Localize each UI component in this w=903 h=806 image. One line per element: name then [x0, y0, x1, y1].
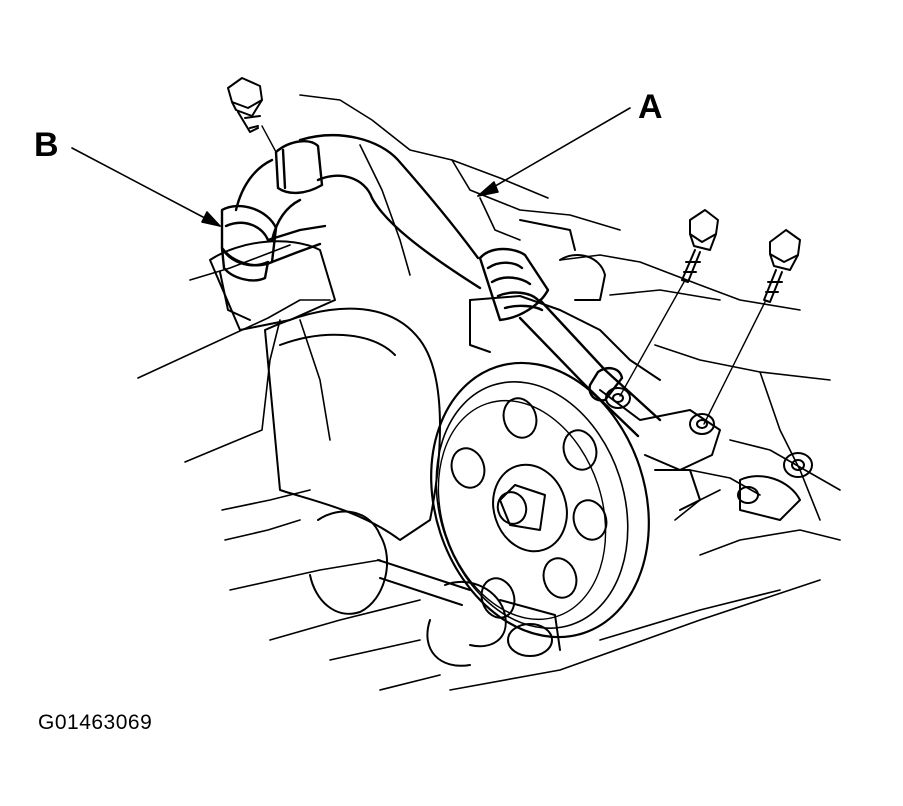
figure-id: G01463069 — [38, 711, 153, 734]
callout-label-b: B — [34, 126, 59, 164]
callout-label-a: A — [638, 88, 663, 126]
bolt-icon-right — [703, 229, 801, 425]
bolt-icon-top-left — [227, 77, 277, 153]
pump-bracket — [469, 295, 721, 511]
reservoir-hose — [220, 158, 327, 282]
engine-block-outline — [137, 94, 841, 691]
lower-shaft — [309, 510, 561, 667]
power-steering-hose — [274, 134, 662, 438]
pump-pulley — [430, 361, 650, 639]
engine-cover — [209, 240, 441, 541]
callout-leader-b — [71, 147, 221, 227]
bolt-icon-center — [619, 209, 719, 397]
callout-leader-a — [477, 107, 631, 197]
right-side-components — [519, 219, 813, 521]
